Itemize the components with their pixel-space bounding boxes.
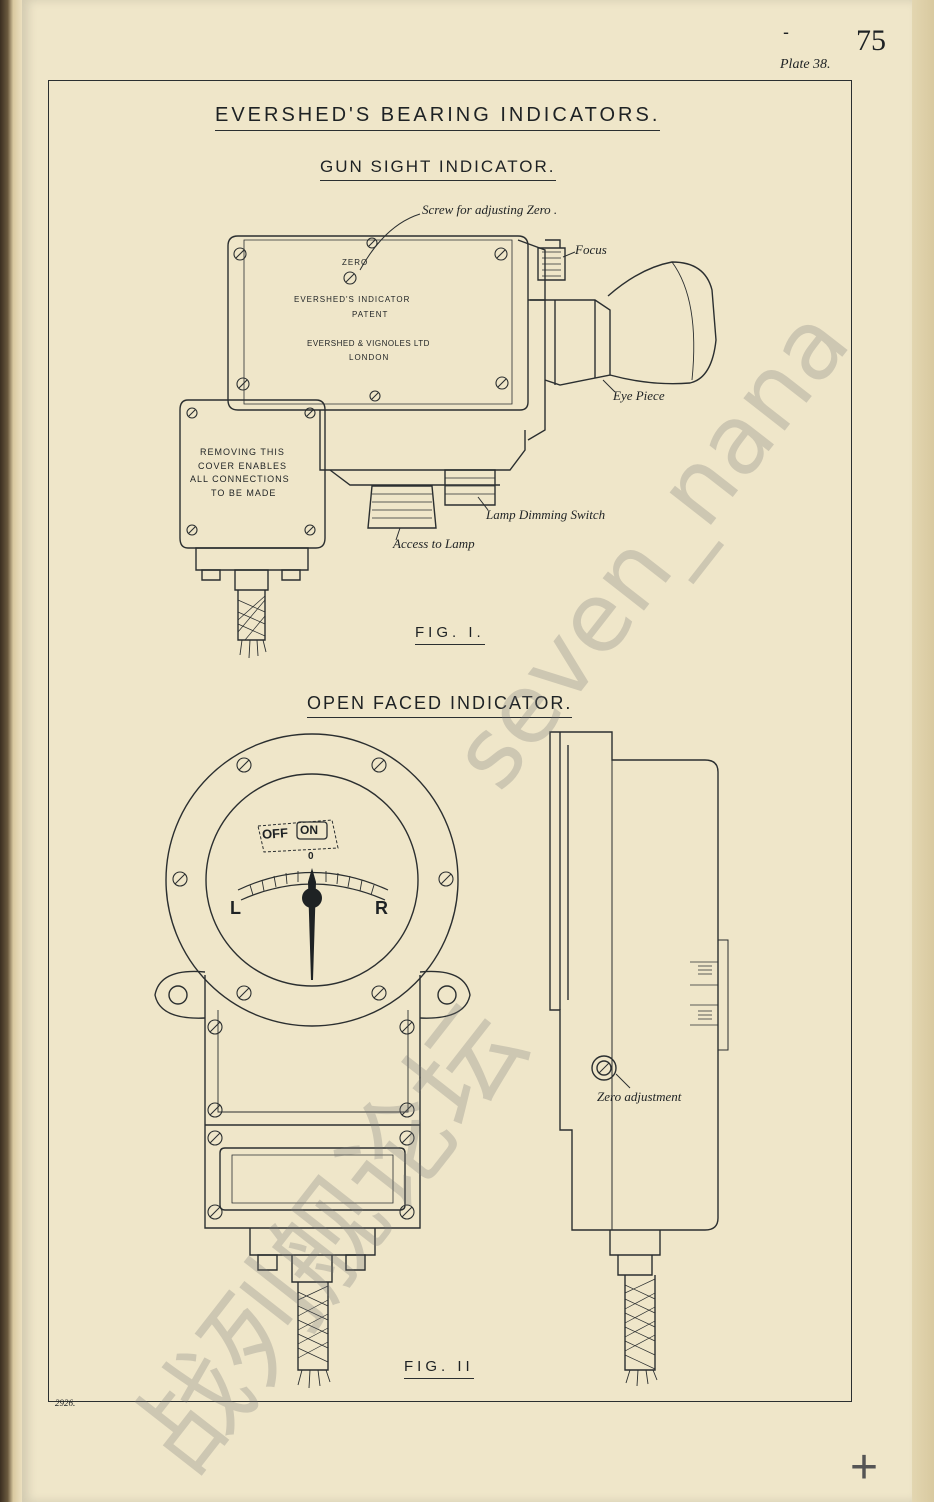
main-title: EVERSHED'S BEARING INDICATORS. <box>215 104 661 131</box>
callout-access-to-lamp: Access to Lamp <box>393 536 475 551</box>
corner-mark: + <box>850 1441 879 1494</box>
page-number: 75 <box>856 24 886 57</box>
cover-line-1: REMOVING THIS <box>200 447 285 457</box>
callout-zero-adjustment: Zero adjustment <box>597 1089 682 1104</box>
zero-label: ZERO <box>342 258 369 267</box>
plate-page <box>22 0 912 1502</box>
plate-line-2: PATENT <box>352 310 389 319</box>
fig2-caption: FIG. II <box>404 1358 474 1379</box>
callout-eye-piece: Eye Piece <box>613 388 665 403</box>
book-spine <box>0 0 22 1502</box>
callout-lamp-dimming-switch: Lamp Dimming Switch <box>486 507 606 522</box>
print-code: 2926. <box>55 1398 76 1408</box>
page-edge <box>912 0 934 1502</box>
plate-line-1: EVERSHED'S INDICATOR <box>294 295 411 304</box>
fig1-caption: FIG. I. <box>415 624 485 645</box>
plate-label: Plate 38. <box>780 57 831 72</box>
plate-line-4: LONDON <box>349 353 390 362</box>
dial-off-label: OFF <box>261 825 289 842</box>
dial-left-label: L <box>230 898 241 918</box>
cover-line-2: COVER ENABLES <box>198 461 288 471</box>
fig2-section-title: OPEN FACED INDICATOR. <box>307 693 573 718</box>
dial-on-label: ON <box>300 823 318 837</box>
dial-right-label: R <box>375 898 388 918</box>
cover-line-3: ALL CONNECTIONS <box>190 474 290 484</box>
header-dash: - <box>783 22 789 42</box>
plate-line-3: EVERSHED & VIGNOLES LTD <box>307 339 430 348</box>
dial-zero-mark: 0 <box>308 851 314 862</box>
callout-screw-zero: Screw for adjusting Zero . <box>422 202 558 217</box>
callout-focus: Focus <box>575 242 607 257</box>
fig1-section-title: GUN SIGHT INDICATOR. <box>320 157 556 181</box>
plate-frame <box>48 80 852 1402</box>
cover-line-4: TO BE MADE <box>211 488 277 498</box>
